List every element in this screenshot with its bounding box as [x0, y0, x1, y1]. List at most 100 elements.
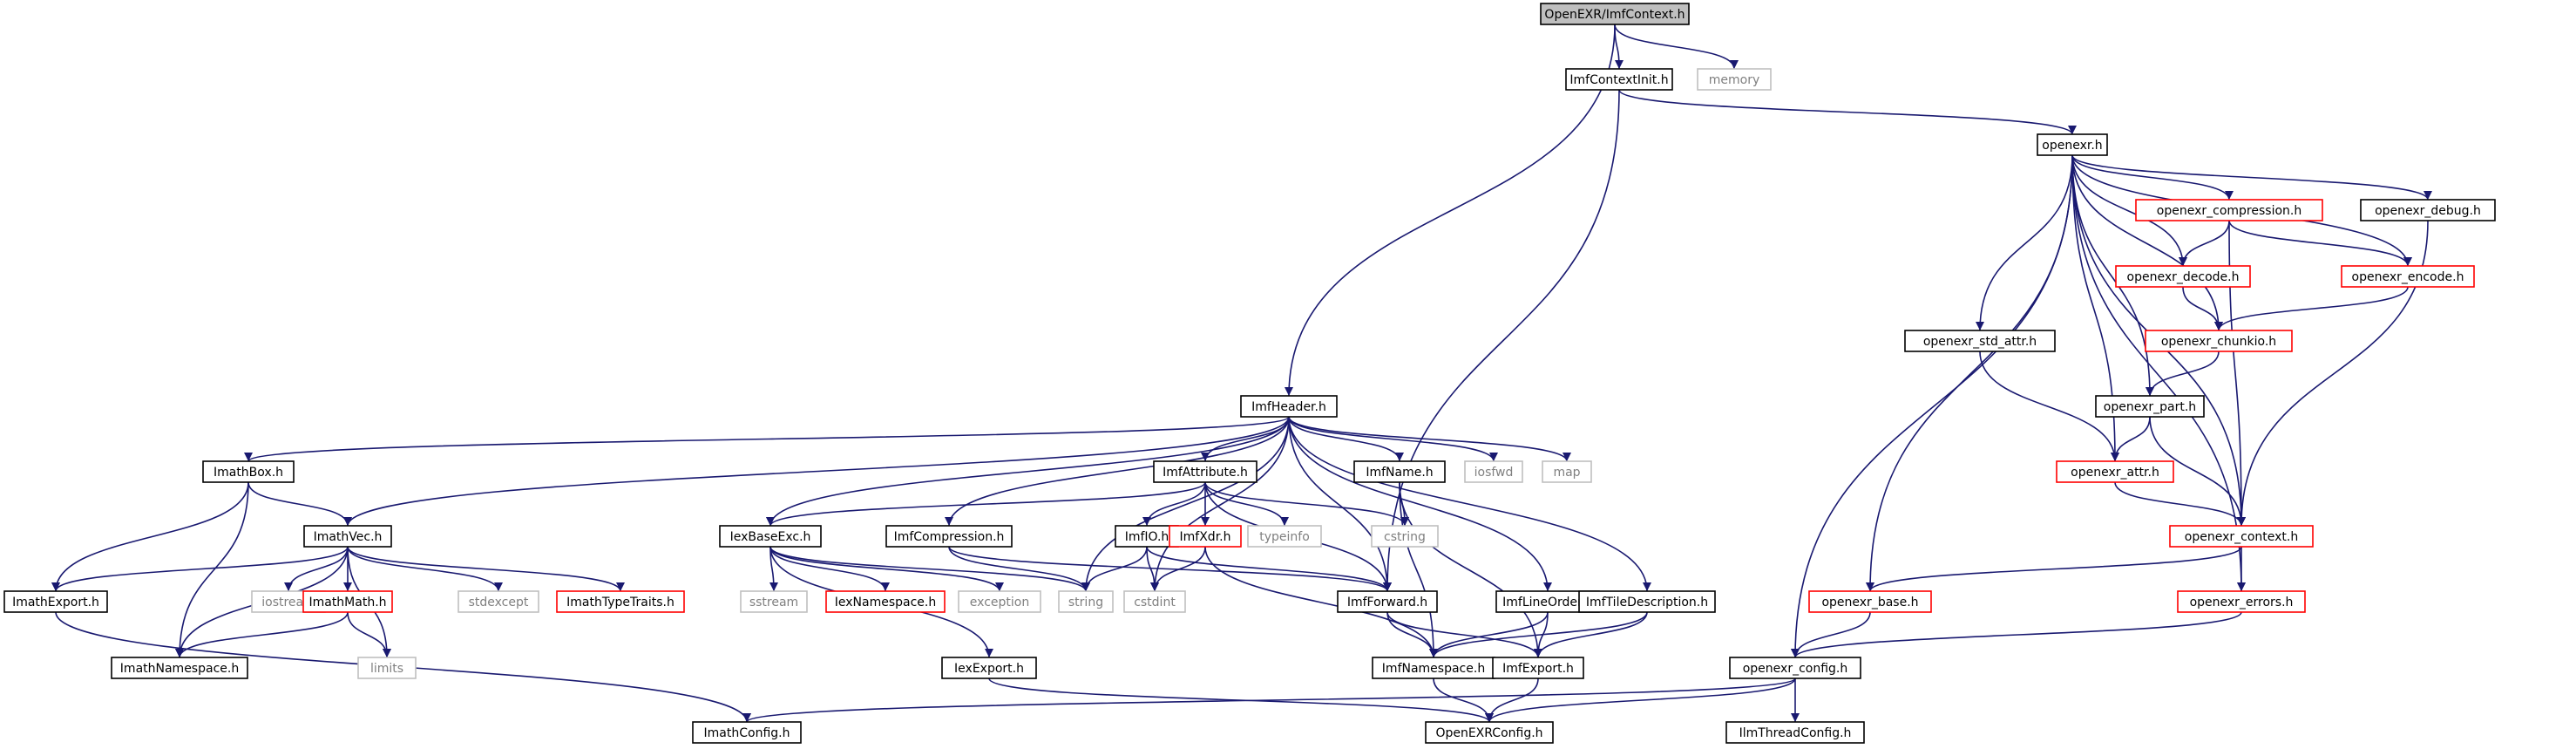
node-cstring: cstring [1371, 525, 1439, 548]
edge-ctxinit-to-openexr [1618, 89, 2077, 135]
node-imathtypetraits-h[interactable]: ImathTypeTraits.h [556, 590, 685, 613]
edge-box-to-iexport [51, 481, 249, 592]
edge-openexr-to-decode [2071, 154, 2187, 267]
node-openexr-decode-h[interactable]: openexr_decode.h [2115, 265, 2251, 288]
node-openexr-compression-h[interactable]: openexr_compression.h [2135, 199, 2323, 221]
edge-openexr-to-chunkio [2071, 154, 2223, 331]
edge-header-to-vec [343, 416, 1290, 527]
node-imfexport-h[interactable]: ImfExport.h [1492, 657, 1584, 679]
edge-imfio-to-string [1081, 546, 1148, 592]
node-imfname-h[interactable]: ImfName.h [1353, 460, 1446, 483]
node-label-openexr-errors-h: openexr_errors.h [2190, 596, 2294, 609]
edge-iexbase-to-string [769, 546, 1090, 592]
node-box-string [1058, 590, 1114, 613]
edge-imfattr-to-iexbase [766, 481, 1206, 527]
node-label-cstdint: cstdint [1134, 596, 1176, 609]
node-label-openexr-part-h: openexr_part.h [2104, 400, 2196, 414]
edge-imfattr-to-typeinfo [1204, 481, 1289, 527]
node-imathconfig-h[interactable]: ImathConfig.h [692, 721, 802, 744]
node-box-imfio-h [1115, 525, 1179, 548]
edge-part-to-attr [2111, 416, 2151, 462]
node-openexr-debug-h[interactable]: openexr_debug.h [2360, 199, 2496, 221]
edge-stdattr-to-attr [1979, 351, 2119, 462]
edge-header-to-tiledesc [1288, 416, 1651, 592]
node-label-imfname-h: ImfName.h [1366, 466, 1433, 480]
edge-imfxdr-to-imfns [1204, 546, 1438, 658]
node-box-openexr-debug-h [2360, 199, 2496, 221]
edge-openexr-to-stdattr [1976, 154, 2073, 331]
node-imathvec-h[interactable]: ImathVec.h [303, 525, 392, 548]
node-openexr-attr-h[interactable]: openexr_attr.h [2056, 460, 2174, 483]
node-openexrconfig-h[interactable]: OpenEXRConfig.h [1425, 721, 1554, 744]
node-box-imfheader-h [1240, 395, 1338, 418]
node-label-imfcontextinit-h: ImfContextInit.h [1569, 73, 1668, 87]
edge-vec-to-stdexcept [347, 546, 503, 592]
edge-iexbase-to-iexns [769, 546, 890, 592]
node-box-imfcompression-h [885, 525, 1013, 548]
node-box-imathtypetraits-h [556, 590, 685, 613]
node-imftiledescription-h[interactable]: ImfTileDescription.h [1578, 590, 1716, 613]
node-openexr-imfcontext-h[interactable]: OpenEXR/ImfContext.h [1540, 3, 1690, 25]
edge-openexr-to-config [1791, 154, 2073, 658]
node-box-openexrconfig-h [1425, 721, 1554, 744]
node-imfheader-h[interactable]: ImfHeader.h [1240, 395, 1338, 418]
node-imathmath-h[interactable]: ImathMath.h [302, 590, 393, 613]
node-openexr-part-h[interactable]: openexr_part.h [2095, 395, 2205, 418]
node-ilmthreadconfig-h[interactable]: IlmThreadConfig.h [1725, 721, 1865, 744]
node-openexr-std-attr-h[interactable]: openexr_std_attr.h [1904, 330, 2056, 352]
node-label-openexr-config-h: openexr_config.h [1743, 662, 1848, 676]
node-label-openexr-debug-h: openexr_debug.h [2375, 204, 2481, 218]
node-sstream: sstream [740, 590, 808, 613]
edge-vec-to-typetraits [347, 546, 625, 592]
node-label-imfcompression-h: ImfCompression.h [894, 530, 1005, 544]
node-box-openexr-attr-h [2056, 460, 2174, 483]
node-label-cstring: cstring [1384, 530, 1426, 544]
node-openexr-chunkio-h[interactable]: openexr_chunkio.h [2145, 330, 2293, 352]
node-box-imfcontextinit-h [1565, 68, 1673, 91]
node-imfforward-h[interactable]: ImfForward.h [1337, 590, 1438, 613]
edge-lineorder-to-imfns [1429, 611, 1549, 658]
node-imfcompression-h[interactable]: ImfCompression.h [885, 525, 1013, 548]
node-iexbaseexc-h[interactable]: IexBaseExc.h [719, 525, 822, 548]
node-iexexport-h[interactable]: IexExport.h [941, 657, 1037, 679]
node-openexr-context-h[interactable]: openexr_context.h [2169, 525, 2314, 548]
edge-box-to-vec [247, 481, 352, 527]
node-iexnamespace-h[interactable]: IexNamespace.h [825, 590, 946, 613]
node-label-stdexcept: stdexcept [469, 596, 529, 609]
node-imfcontextinit-h[interactable]: ImfContextInit.h [1565, 68, 1673, 91]
node-stdexcept: stdexcept [458, 590, 539, 613]
node-box-iosfwd [1464, 460, 1523, 483]
edge-tiledesc-to-imfexport [1534, 611, 1648, 658]
node-box-sstream [740, 590, 808, 613]
node-openexr-errors-h[interactable]: openexr_errors.h [2177, 590, 2306, 613]
node-imathbox-h[interactable]: ImathBox.h [202, 460, 295, 483]
node-openexr-encode-h[interactable]: openexr_encode.h [2341, 265, 2475, 288]
node-imathnamespace-h[interactable]: ImathNamespace.h [111, 657, 248, 679]
node-box-imfforward-h [1337, 590, 1438, 613]
node-label-imathexport-h: ImathExport.h [12, 596, 99, 609]
edge-ctxinit-to-imfforward [1383, 89, 1620, 592]
node-imfnamespace-h[interactable]: ImfNamespace.h [1372, 657, 1495, 679]
node-openexr-base-h[interactable]: openexr_base.h [1808, 590, 1932, 613]
edge-header-to-box [244, 416, 1290, 462]
node-imathexport-h[interactable]: ImathExport.h [3, 590, 108, 613]
node-label-openexr-chunkio-h: openexr_chunkio.h [2161, 335, 2276, 349]
node-box-imathconfig-h [692, 721, 802, 744]
node-imfxdr-h[interactable]: ImfXdr.h [1169, 525, 1242, 548]
edge-openexr-to-errors [2071, 154, 2246, 592]
edge-imfname-to-imfns [1399, 481, 1438, 658]
node-imfattribute-h[interactable]: ImfAttribute.h [1153, 460, 1257, 483]
node-openexr-h[interactable]: openexr.h [2037, 133, 2108, 156]
node-label-iexbaseexc-h: IexBaseExc.h [730, 530, 811, 544]
node-box-memory [1697, 68, 1772, 91]
dependency-edges [51, 24, 2432, 723]
node-label-openexr-encode-h: openexr_encode.h [2352, 270, 2464, 284]
node-box-imfattribute-h [1153, 460, 1257, 483]
node-box-iexbaseexc-h [719, 525, 822, 548]
node-label-typeinfo: typeinfo [1259, 530, 1310, 544]
node-imfio-h[interactable]: ImfIO.h [1115, 525, 1179, 548]
edge-imfcomp-to-string [948, 546, 1090, 592]
node-openexr-config-h[interactable]: openexr_config.h [1729, 657, 1861, 679]
node-label-openexr-std-attr-h: openexr_std_attr.h [1923, 335, 2037, 349]
